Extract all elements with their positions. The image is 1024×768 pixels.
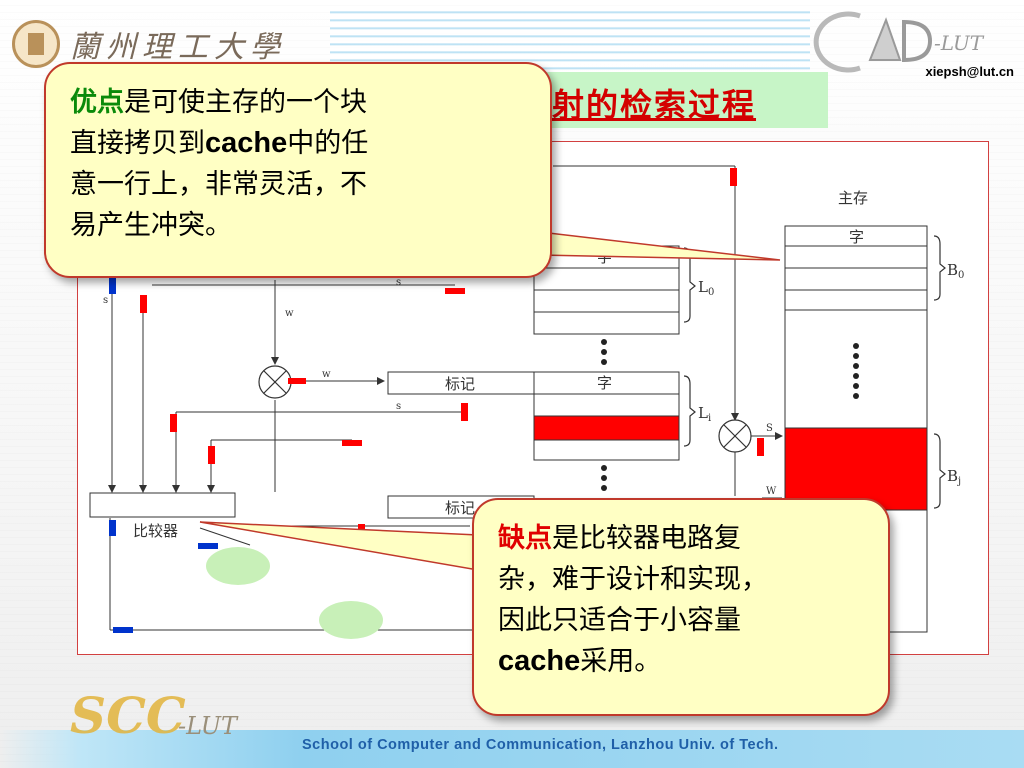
signal-wires — [108, 165, 783, 631]
tag-label-li: 标记 — [445, 375, 475, 393]
callout-advantage-pointer — [539, 231, 781, 261]
cache-row — [533, 393, 680, 417]
cache-table — [387, 245, 680, 519]
comparator-label: 比较器 — [133, 522, 178, 540]
cache-row — [533, 289, 680, 313]
memory-row — [784, 245, 928, 269]
tag-label-last: 标记 — [445, 499, 475, 517]
main-memory-label: 主存 — [838, 189, 868, 207]
signal-label: W — [766, 486, 777, 497]
line-label-l0: L0 — [698, 278, 714, 298]
cache-ellipsis — [601, 339, 607, 491]
cache-word-label-li: 字 — [597, 374, 612, 392]
callout-disadvantage: 缺点是比较器电路复 杂，难于设计和实现， 因此只适合于小容量 cache采用。 — [472, 498, 890, 716]
blue-signal-markers — [109, 278, 218, 633]
block-label-b0: B0 — [947, 261, 964, 281]
slide-title: 射的检索过程 — [552, 86, 757, 124]
university-seal-icon — [12, 20, 60, 68]
line-label-li: Li — [698, 404, 711, 424]
callout-advantage-line3: 意一行上，非常灵活，不 — [70, 169, 367, 200]
advantage-keyword: 优点 — [70, 87, 124, 118]
callout-advantage-line4: 易产生冲突。 — [70, 210, 232, 241]
callout-disadvantage-line3: 因此只适合于小容量 — [498, 605, 741, 636]
memory-word-label: 字 — [849, 228, 864, 246]
scc-logo: SCC — [70, 686, 186, 745]
signal-label: s — [103, 295, 108, 306]
slide-footer — [0, 730, 1024, 768]
scc-logo-suffix: -LUT — [178, 712, 237, 740]
callout-disadvantage-line2: 杂，难于设计和实现， — [498, 564, 768, 595]
author-email: xiepsh@lut.cn — [925, 64, 1014, 79]
block-label-bj: Bj — [947, 467, 961, 487]
memory-block-bj-highlighted — [784, 427, 928, 511]
memory-ellipsis — [853, 343, 859, 399]
disadvantage-cache-term: cache — [498, 645, 581, 677]
signal-label: w — [285, 308, 294, 319]
memory-block-brackets — [933, 235, 946, 509]
cache-row — [533, 267, 680, 291]
cache-row — [533, 439, 680, 461]
callout-advantage-line2: 直接拷贝到cache中的任 — [70, 123, 528, 164]
cache-row — [533, 311, 680, 335]
advantage-text: 是可使主存的一个块 — [124, 87, 367, 118]
disadvantage-text: 采用。 — [580, 646, 662, 677]
slide-header: 蘭州理工大學 -LUT xiepsh@lut.cn — [0, 0, 1024, 80]
memory-row — [784, 267, 928, 291]
title-background — [540, 72, 828, 128]
cache-row-highlighted — [533, 415, 680, 441]
callout-advantage: 优点是可使主存的一个块 直接拷贝到cache中的任 意一行上，非常灵活，不 易产… — [44, 62, 552, 278]
footer-school-name: School of Computer and Communication, La… — [302, 737, 779, 753]
callout-advantage-line1: 优点是可使主存的一个块 — [70, 82, 528, 123]
signal-label: s — [396, 401, 401, 412]
result-ellipse — [206, 547, 270, 585]
disadvantage-keyword: 缺点 — [498, 523, 552, 554]
cad-lut-logo: -LUT — [813, 11, 985, 73]
advantage-text: 直接拷贝到 — [70, 128, 205, 159]
result-ellipse — [319, 601, 383, 639]
cache-line-brackets — [683, 247, 696, 447]
memory-row — [784, 289, 928, 311]
svg-text:-LUT: -LUT — [934, 31, 985, 55]
multiplier-nodes — [258, 365, 752, 453]
comparator-box — [89, 492, 236, 518]
signal-label: w — [322, 369, 331, 380]
signal-label: S — [766, 423, 773, 434]
callout-disadvantage-line4: cache采用。 — [498, 641, 866, 682]
callout-disadvantage-line1: 缺点是比较器电路复 — [498, 518, 866, 559]
university-name: 蘭州理工大學 — [70, 30, 286, 65]
advantage-text: 中的任 — [287, 128, 369, 159]
disadvantage-text: 是比较器电路复 — [552, 523, 741, 554]
signal-label: s — [396, 277, 401, 288]
advantage-cache-term: cache — [205, 127, 288, 159]
